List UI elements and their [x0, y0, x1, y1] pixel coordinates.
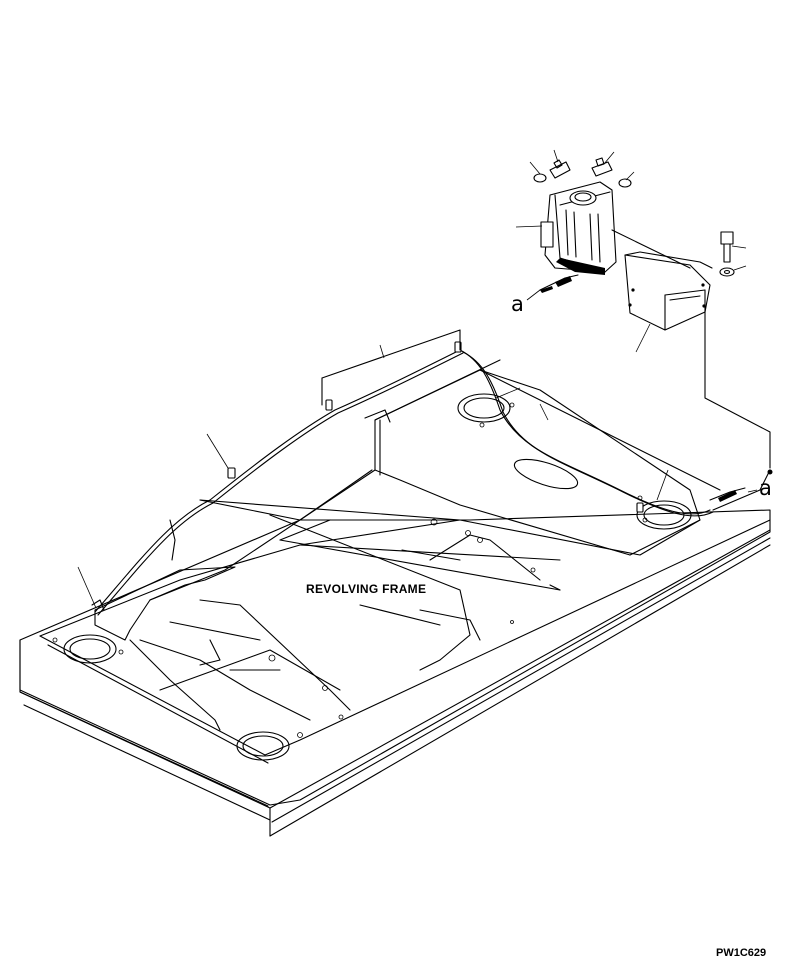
fasteners-right — [719, 231, 735, 277]
mounting-bracket — [611, 229, 713, 331]
hose-connection — [704, 289, 773, 502]
hose-guard-plate — [321, 329, 461, 406]
drawing-code: PW1C629 — [716, 947, 767, 959]
fasteners-top — [533, 157, 632, 188]
leader-lines — [77, 149, 758, 609]
revolving-frame-label: REVOLVING FRAME — [306, 582, 427, 596]
washer-hose — [91, 341, 771, 616]
revolving-frame — [19, 359, 771, 837]
washer-tank — [539, 181, 617, 293]
reference-a-left: a — [511, 292, 524, 316]
reference-a-right: a — [759, 476, 772, 500]
